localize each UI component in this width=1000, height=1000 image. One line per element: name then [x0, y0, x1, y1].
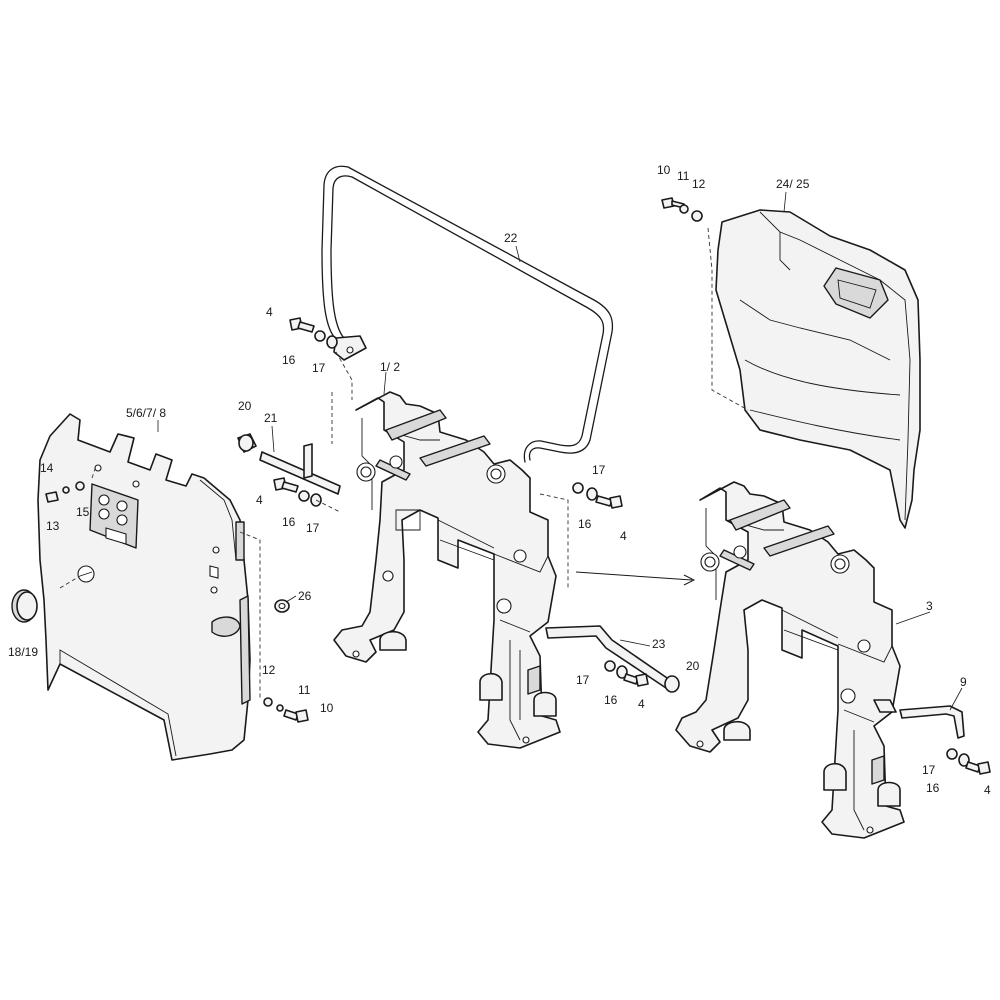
- leader-lines: [157, 191, 963, 711]
- assembly-lines: [59, 227, 749, 700]
- callout-20-a: 20: [238, 399, 252, 413]
- callout-16-b: 16: [282, 515, 296, 529]
- round-cap-part: [11, 589, 38, 623]
- callout-12-top: 12: [692, 177, 706, 191]
- second-frame-part: [675, 481, 905, 839]
- pin-assembly-part: [237, 433, 341, 495]
- callout-16-e: 16: [926, 781, 940, 795]
- assembly-arrow: [575, 571, 696, 586]
- callout-16-d: 16: [604, 693, 618, 707]
- callout-21: 21: [264, 411, 278, 425]
- callout-10-top: 10: [657, 163, 671, 177]
- callout-15: 15: [76, 505, 90, 519]
- front-panel-part: [37, 413, 251, 761]
- callout-16-c: 16: [578, 517, 592, 531]
- callout-17-d: 17: [576, 673, 590, 687]
- callout-10-bot: 10: [320, 701, 334, 715]
- callout-5-6-7-8: 5/6/7/ 8: [126, 406, 166, 420]
- callout-17-c: 17: [592, 463, 606, 477]
- callout-14: 14: [40, 461, 54, 475]
- callout-16-a: 16: [282, 353, 296, 367]
- callout-26: 26: [298, 589, 312, 603]
- hardware-group: [45, 197, 991, 775]
- callout-22: 22: [504, 231, 518, 245]
- callout-17-a: 17: [312, 361, 326, 375]
- callout-4-a: 4: [266, 305, 273, 319]
- back-cover-part: [715, 209, 921, 529]
- callout-4-d: 4: [638, 697, 645, 711]
- callout-17-b: 17: [306, 521, 320, 535]
- callout-11-bot: 11: [298, 683, 311, 697]
- callout-4-e: 4: [984, 783, 991, 797]
- callout-24-25: 24/ 25: [776, 177, 810, 191]
- small-rod-part: [899, 705, 965, 739]
- callout-3: 3: [926, 599, 933, 613]
- callout-17-e: 17: [922, 763, 936, 777]
- lower-rod-part: [545, 625, 680, 693]
- callout-13: 13: [46, 519, 60, 533]
- washer-26-hole: [278, 602, 286, 610]
- main-frame-part: [333, 391, 561, 749]
- callout-1-2: 1/ 2: [380, 360, 400, 374]
- roll-bar-part: [321, 165, 614, 463]
- callout-11-top: 11: [677, 169, 690, 183]
- callout-23: 23: [652, 637, 666, 651]
- callout-4-c: 4: [620, 529, 627, 543]
- callout-9: 9: [960, 675, 967, 689]
- callout-18-19: 18/19: [8, 645, 38, 659]
- callout-12-bot: 12: [262, 663, 276, 677]
- callout-20-b: 20: [686, 659, 700, 673]
- callout-labels: 22 10 11 12 24/ 25 4 16 17 1/ 2 20 21 5/…: [8, 163, 991, 797]
- callout-4-b: 4: [256, 493, 263, 507]
